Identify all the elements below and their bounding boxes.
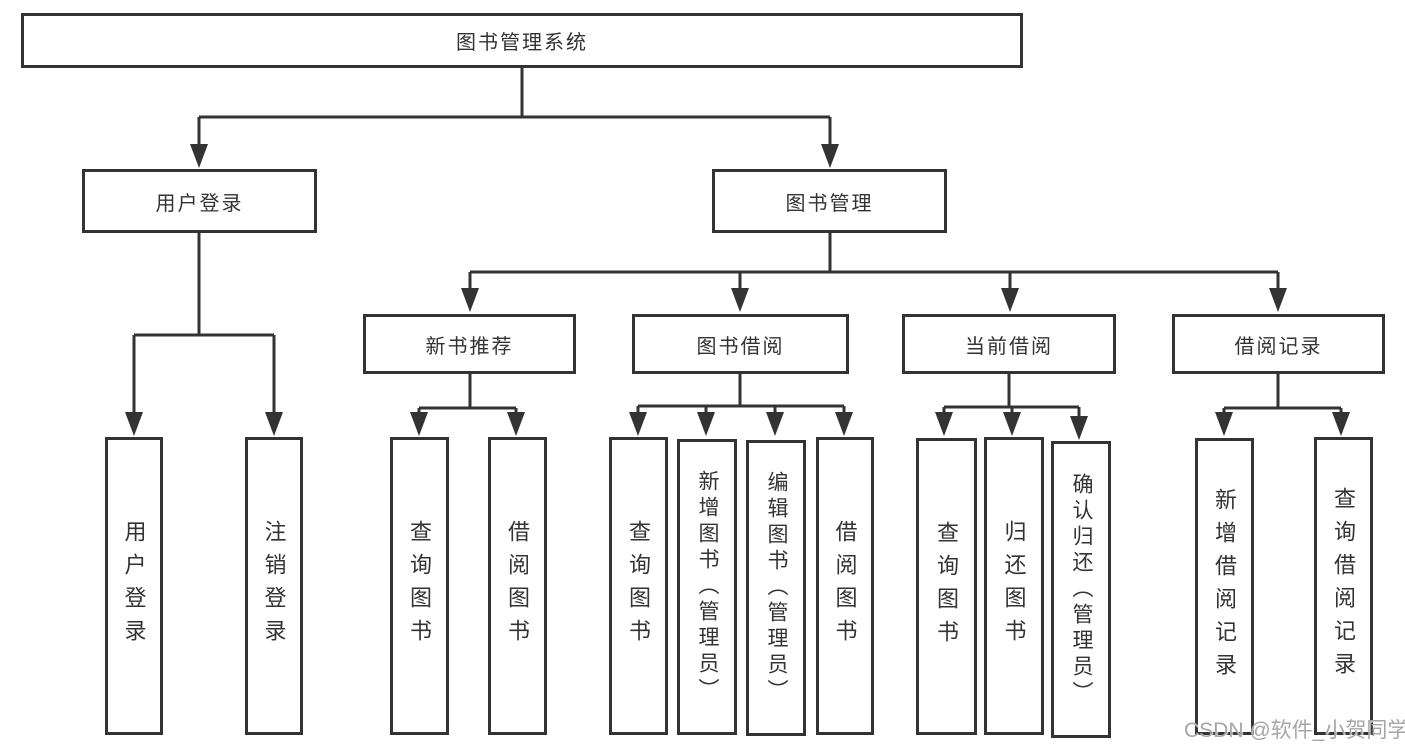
- node-leaf-query-books-borrow: 查询图书: [609, 437, 668, 735]
- node-label: 用户登录: [121, 520, 147, 652]
- node-leaf-borrow-books-borrow: 借阅图书: [816, 437, 874, 735]
- node-label: 借阅图书: [505, 520, 531, 652]
- node-label: 查询借阅记录: [1331, 487, 1357, 685]
- node-label: 查询图书: [407, 520, 433, 652]
- node-label: 归还图书: [1001, 520, 1027, 652]
- node-leaf-add-borrow-record: 新增借阅记录: [1195, 438, 1254, 735]
- node-label: 查询图书: [934, 520, 960, 653]
- node-current-borrow: 当前借阅: [902, 314, 1116, 374]
- node-book-borrow: 图书借阅: [632, 314, 849, 374]
- node-label: 查询图书: [626, 520, 652, 652]
- node-leaf-logout: 注销登录: [245, 437, 303, 735]
- node-leaf-edit-book-admin: 编辑图书（管理员）: [746, 440, 806, 736]
- node-leaf-user-login: 用户登录: [105, 437, 163, 735]
- node-root: 图书管理系统: [21, 13, 1023, 68]
- node-leaf-borrow-books-recommend: 借阅图书: [488, 437, 547, 735]
- node-new-book-recommend: 新书推荐: [363, 314, 576, 374]
- node-label: 新增借阅记录: [1212, 487, 1238, 686]
- node-label: 借阅图书: [832, 520, 858, 652]
- node-borrow-records: 借阅记录: [1172, 314, 1385, 374]
- node-leaf-query-books-current: 查询图书: [916, 438, 977, 735]
- node-leaf-query-borrow-record: 查询借阅记录: [1314, 437, 1373, 735]
- node-leaf-return-book: 归还图书: [984, 437, 1044, 735]
- node-label: 确认归还（管理员）: [1070, 472, 1094, 707]
- node-leaf-add-book-admin: 新增图书（管理员）: [677, 439, 737, 735]
- node-book-management: 图书管理: [712, 169, 947, 233]
- watermark: CSDN @软件_小贺同学: [1184, 719, 1405, 742]
- node-label: 注销登录: [261, 520, 287, 652]
- node-label: 新增图书（管理员）: [696, 470, 720, 704]
- node-user-login: 用户登录: [82, 169, 317, 233]
- node-label: 编辑图书（管理员）: [765, 471, 789, 705]
- node-leaf-confirm-return-admin: 确认归还（管理员）: [1051, 441, 1111, 738]
- node-leaf-query-books-recommend: 查询图书: [390, 437, 449, 735]
